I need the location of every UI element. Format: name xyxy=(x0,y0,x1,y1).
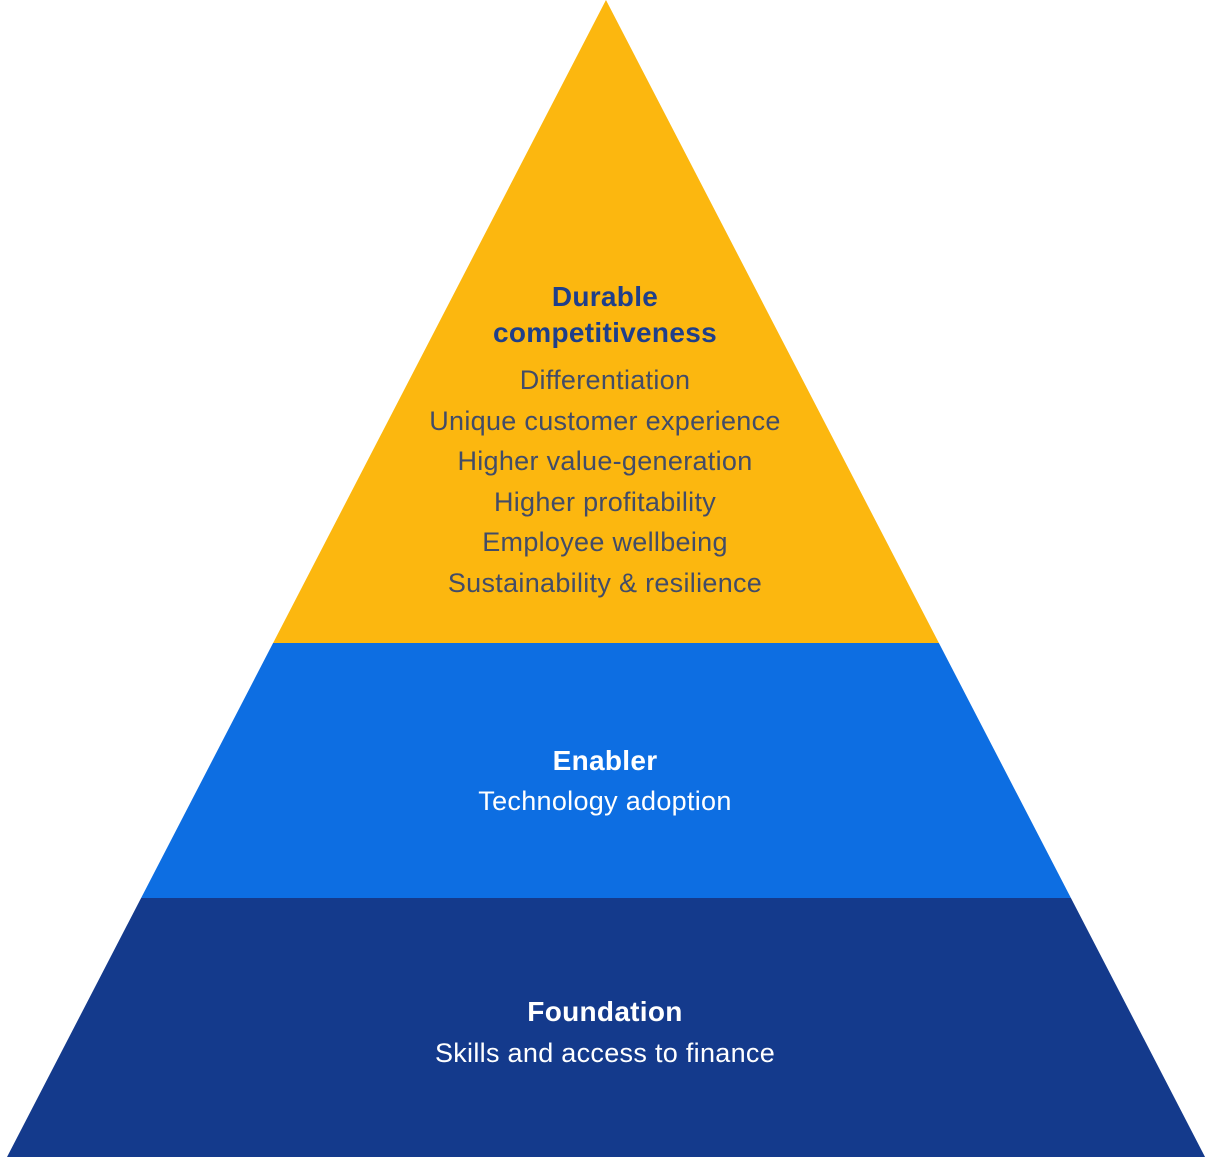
tier-bottom-subtitle: Skills and access to finance xyxy=(434,1038,776,1068)
tier-top-item: Unique customer experience xyxy=(429,405,781,436)
tier-top-item: Higher profitability xyxy=(493,486,717,517)
tier-middle-title: Enabler xyxy=(552,745,658,776)
tier-top-item: Differentiation xyxy=(519,365,691,395)
tier-top-items: Differentiation Unique customer experien… xyxy=(0,360,1210,603)
tier-top-item: Higher value-generation xyxy=(457,446,753,476)
tier-bottom-foundation xyxy=(7,898,1206,1157)
tier-top-title: Durable competitiveness xyxy=(493,281,717,348)
tier-top-item: Sustainability & resilience xyxy=(447,567,763,598)
tier-top-item: Employee wellbeing xyxy=(482,527,728,557)
tier-bottom-title: Foundation xyxy=(527,996,683,1027)
tier-middle-subtitle: Technology adoption xyxy=(478,786,732,816)
